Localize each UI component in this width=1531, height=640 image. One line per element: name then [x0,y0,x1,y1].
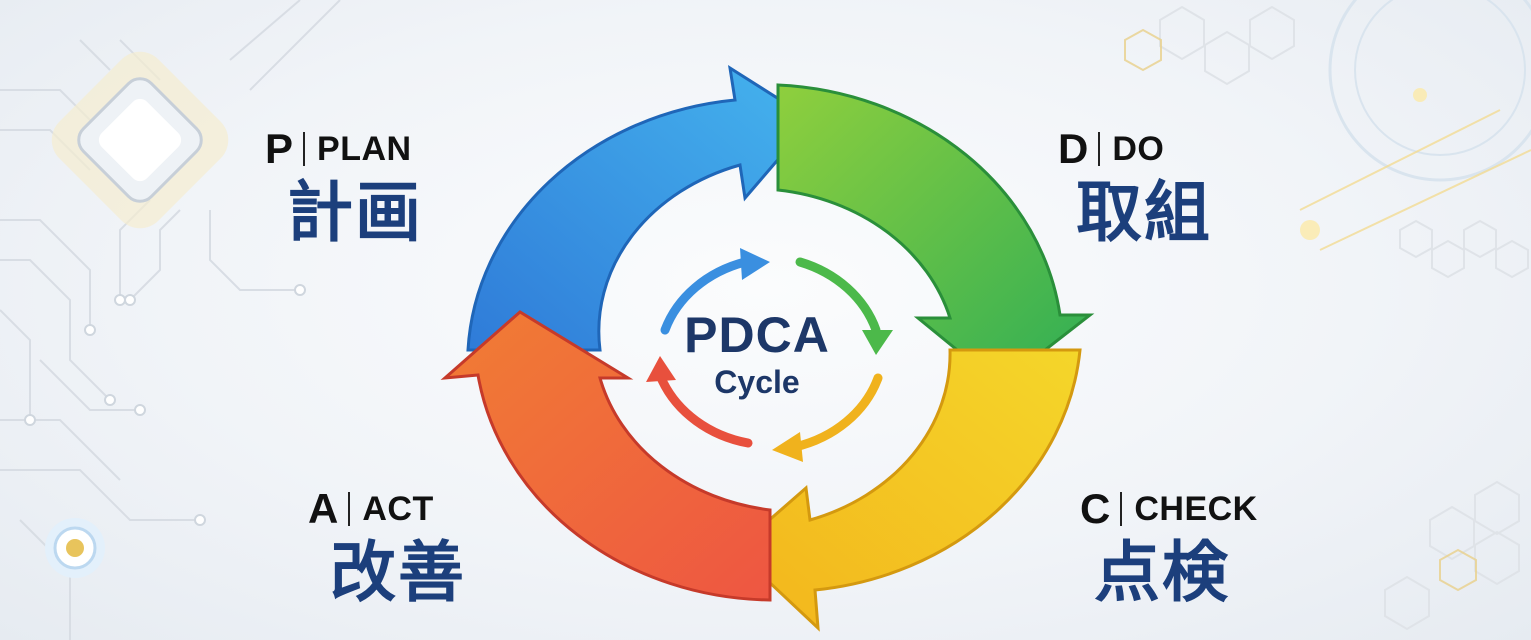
phase-act: A ACT 改善 [308,488,466,606]
glow-node-icon [45,518,105,578]
phase-check-letter: C [1080,485,1111,532]
separator [1098,132,1101,166]
phase-plan-heading: P PLAN [265,128,423,170]
phase-act-letter: A [308,485,339,532]
center-title: PDCA [684,307,830,363]
phase-act-english: ACT [362,490,434,528]
phase-do-japanese: 取組 [1076,174,1212,251]
do-arrow [776,83,1095,387]
phase-plan-japanese: 計画 [287,174,423,251]
phase-plan: P PLAN 計画 [265,128,423,246]
phase-check-japanese: 点検 [1094,534,1230,611]
check-arrow [732,348,1082,632]
phase-act-japanese: 改善 [330,534,466,611]
center-label: PDCA Cycle [652,310,862,398]
act-arrow [440,310,772,602]
separator [303,132,306,166]
phase-do-heading: D DO [1058,128,1212,170]
phase-do-letter: D [1058,125,1089,172]
pdca-cycle-diagram [440,64,1095,632]
plan-arrow [466,64,815,352]
phase-act-heading: A ACT [308,488,466,530]
phase-do-english: DO [1112,130,1165,168]
separator [1120,492,1123,526]
inner-cycle-arrows [657,257,883,452]
phase-do: D DO 取組 [1058,128,1212,246]
phase-plan-letter: P [265,125,294,172]
phase-check-heading: C CHECK [1080,488,1258,530]
hexagon-pattern [1159,5,1529,631]
inner-arrowheads [646,248,893,462]
center-subtitle: Cycle [714,364,800,400]
hud-ring [1328,0,1531,182]
phase-check: C CHECK 点検 [1080,488,1258,606]
phase-plan-english: PLAN [317,130,412,168]
chip-icon [51,51,229,229]
separator [348,492,351,526]
phase-check-english: CHECK [1134,490,1258,528]
